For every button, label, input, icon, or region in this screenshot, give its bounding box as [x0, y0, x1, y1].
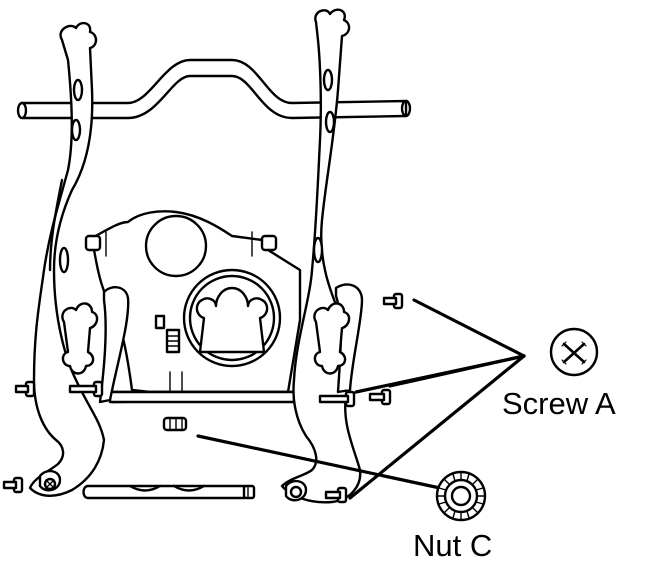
screw — [318, 390, 356, 408]
knurled-nut-icon — [435, 470, 487, 522]
screw — [324, 486, 348, 504]
screw — [368, 388, 392, 406]
screw — [68, 380, 104, 398]
screw — [14, 380, 36, 398]
phillips-screw-head-icon — [549, 327, 599, 377]
screw-a-callout: Screw A — [502, 327, 616, 421]
threaded-pin — [154, 314, 181, 354]
screw — [382, 292, 404, 310]
nut-c-callout: Nut C — [413, 470, 492, 563]
right-side-frame — [280, 8, 364, 504]
handle-rod — [16, 58, 412, 120]
nut-c-label: Nut C — [413, 528, 492, 563]
screw — [2, 476, 24, 494]
crown-disc — [182, 268, 282, 368]
left-side-frame — [28, 21, 130, 497]
small-nut — [162, 416, 188, 432]
screw-a-label: Screw A — [502, 386, 616, 421]
leader-lines — [196, 298, 526, 500]
foot-bar — [82, 484, 256, 500]
loose-screws — [2, 292, 404, 504]
